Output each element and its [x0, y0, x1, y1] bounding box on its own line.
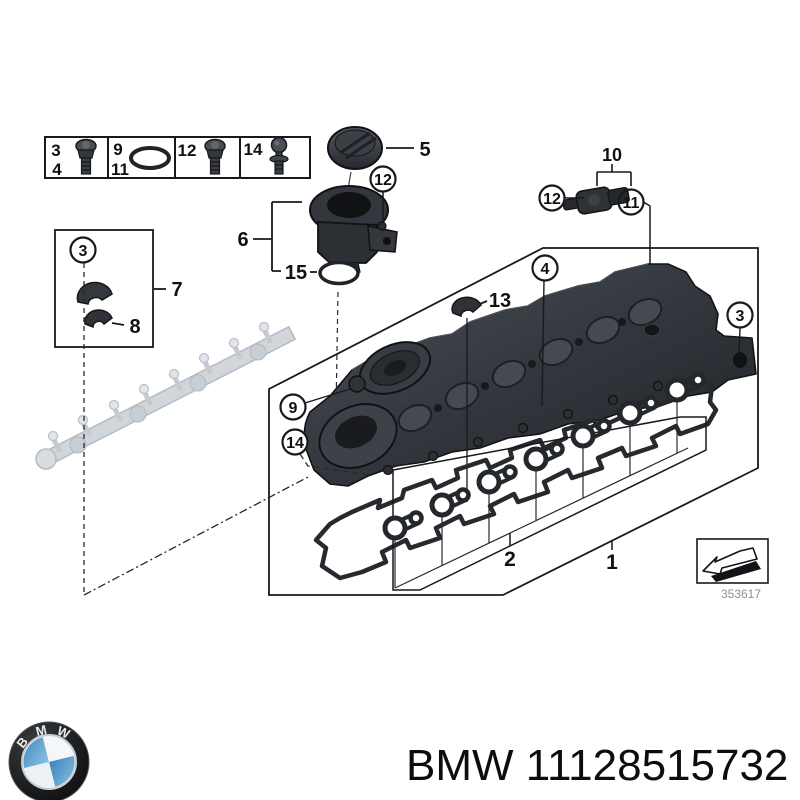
- bracket-line-6: [271, 201, 302, 272]
- vent-nub: [348, 375, 366, 393]
- gasket-set-group: 2 1: [385, 375, 707, 591]
- callout-5: 5: [419, 139, 430, 161]
- cover-callouts: 4 3 9 14 13: [279, 254, 754, 502]
- filler-neck-mouth: [327, 192, 371, 218]
- insertion-path-line: [83, 476, 309, 596]
- o-ring-icon: [129, 146, 171, 170]
- cover-studs: [382, 380, 664, 476]
- callout-9: 9: [289, 400, 298, 417]
- legend-label-9: 9: [113, 140, 122, 159]
- leader-line-4: [541, 280, 545, 407]
- callout-3-corner: 3: [736, 308, 745, 325]
- callout-12-neck-bolt: 12: [374, 172, 392, 189]
- callout-1: 1: [606, 551, 618, 574]
- legend-label-4: 4: [52, 160, 62, 179]
- callout-6: 6: [237, 229, 248, 251]
- callout-3-bearing-cap: 3: [79, 243, 88, 260]
- hex-bolt-icon: [75, 138, 97, 175]
- cover-bolts: [434, 318, 626, 412]
- callout-circle: [726, 301, 754, 329]
- legend-label-3: 3: [51, 141, 60, 160]
- callout-11: 11: [623, 195, 640, 212]
- port-gasket: [479, 467, 516, 493]
- legend-table: 3 4 9 11 12 14: [44, 136, 311, 179]
- sub-box-border: [54, 229, 154, 348]
- sensor-port: [643, 323, 661, 337]
- insertion-path-line: [335, 291, 339, 411]
- legend-label-14: 14: [244, 140, 263, 159]
- bracket-large-illustration: [76, 281, 113, 305]
- part-number-text: BMW 11128515732: [406, 741, 788, 790]
- callout-13: 13: [489, 290, 511, 312]
- gasket-set-box: [392, 416, 707, 591]
- bmw-roundel-logo: B M W: [8, 721, 90, 800]
- assembly-boundary-box: [268, 247, 759, 596]
- callout-10: 10: [602, 145, 622, 165]
- ball-stud-icon: [269, 136, 289, 175]
- valve-cover-illustration: [303, 263, 757, 487]
- bracket-small-illustration: [84, 309, 113, 329]
- profile-gasket-illustration: [313, 377, 719, 581]
- ghost-camshaft-illustration: [35, 321, 296, 470]
- camshaft-flange: [35, 448, 57, 470]
- callout-14: 14: [286, 435, 304, 452]
- gasket-leaders: [394, 402, 689, 589]
- bearing-cap-box: 3 7 8: [54, 229, 309, 596]
- direction-arrow-icon: [702, 547, 761, 582]
- roundel-letter-m: M: [34, 722, 48, 739]
- small-bolt-illustration: [377, 221, 387, 231]
- callout-4: 4: [541, 261, 550, 278]
- bracket-line-10: [596, 164, 632, 186]
- callout-circle: [538, 184, 566, 212]
- callout-circle: [531, 254, 559, 282]
- camshaft-post-tips: [47, 321, 270, 442]
- leader-line-8: [111, 322, 125, 326]
- callout-circle: [281, 428, 309, 456]
- clip-illustration: [451, 296, 482, 318]
- filler-neck-tab: [367, 225, 398, 253]
- leader-line-3: [738, 327, 741, 357]
- vent-diaphragm-center: [383, 359, 407, 377]
- sensor-illustration: [562, 186, 630, 215]
- callout-7: 7: [171, 279, 182, 301]
- callout-8: 8: [129, 316, 140, 338]
- filler-neck-tab-hole: [383, 237, 391, 245]
- callout-circle: [279, 393, 307, 421]
- oil-cap-grip: [339, 131, 377, 160]
- callout-2: 2: [504, 548, 516, 571]
- camshaft-lobes: [69, 343, 267, 454]
- port-gasket: [385, 513, 422, 539]
- legend-label-11: 11: [111, 160, 129, 179]
- legend-table-border: [44, 136, 311, 179]
- filler-boss-hole: [334, 415, 378, 449]
- callout-12-sensor-bolt: 12: [543, 191, 561, 208]
- filler-neck-body: [317, 221, 378, 264]
- oil-filler-cap-assembly: 5 6 15 12: [237, 126, 431, 411]
- leader-line-14: [299, 453, 371, 476]
- diagram-ref-code: 353617: [721, 587, 761, 601]
- callout-15: 15: [285, 262, 307, 284]
- leader-line-9: [304, 388, 351, 404]
- diagram-ref: 353617: [696, 538, 769, 601]
- callout-circle: [369, 165, 397, 193]
- callout-circle: [69, 236, 97, 264]
- legend-label-12: 12: [178, 141, 197, 160]
- corner-tab-hole: [733, 352, 747, 368]
- hex-bolt-icon: [204, 138, 226, 175]
- o-ring-15-illustration: [318, 260, 360, 286]
- cam-humps: [397, 297, 663, 433]
- port-gasket: [432, 490, 469, 516]
